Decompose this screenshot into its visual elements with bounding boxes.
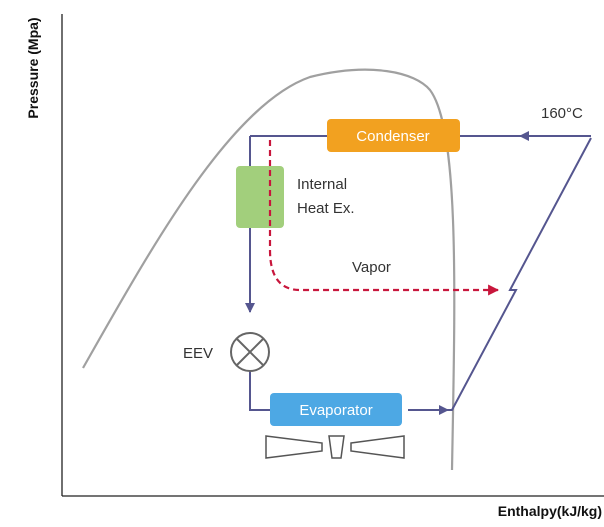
evaporator-label: Evaporator (299, 402, 372, 419)
internal-heat-ex-label-line1: Internal (297, 176, 347, 193)
condenser-box (327, 119, 460, 152)
x-axis-label: Enthalpy(kJ/kg) (498, 503, 602, 519)
internal-heat-ex-label-line2: Heat Ex. (297, 200, 355, 217)
y-axis-label: Pressure (Mpa) (25, 17, 41, 118)
evaporator-box (270, 393, 402, 426)
vapor-injection-line (268, 140, 500, 296)
internal-heat-exchanger-box (236, 166, 284, 228)
cycle-bottom-line (249, 370, 272, 411)
temperature-label: 160°C (541, 105, 583, 122)
vapor-label: Vapor (352, 259, 391, 276)
condenser-label: Condenser (356, 128, 429, 145)
cycle-line (424, 137, 592, 411)
eev-valve-icon (230, 332, 270, 372)
saturation-dome-curve (82, 68, 456, 471)
eev-label: EEV (183, 345, 213, 362)
fan-icon (265, 435, 405, 459)
